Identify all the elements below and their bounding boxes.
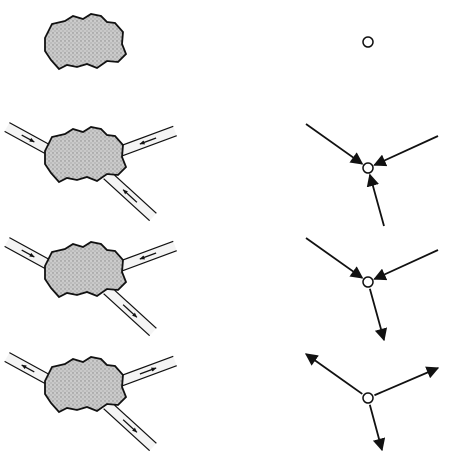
channel-1 [119,240,177,272]
node-link-arrow-0 [304,353,363,395]
channel-flow-arrow [21,134,35,143]
channel-bank [122,135,177,157]
channel-bank [103,293,151,337]
channel-bank [4,130,47,155]
node-link-arrow-2 [366,173,385,227]
channel-flow-arrow [139,137,157,145]
channel-bank [122,365,177,387]
node-link-arrow-1 [373,135,439,167]
row-all-outflow [4,352,440,452]
lake-panel [4,352,177,452]
node-link-arrow-0 [305,123,364,165]
lake-blob [44,13,128,71]
node-link-arrow-1 [374,366,440,397]
channel-flow-arrow [21,249,35,258]
node-circle [362,162,374,174]
channel-bank [119,240,174,262]
lake-blob [44,126,128,184]
channel-bank [103,178,151,222]
node-link-arrow-1 [373,249,439,281]
channel-bank [122,250,177,272]
channel-flow-arrow [139,252,157,260]
channel-bank [109,285,157,329]
channel-bank [9,122,52,147]
channel-2 [103,170,157,222]
channel-flow-arrow [122,189,138,203]
channel-2 [103,400,157,452]
node-panel [305,123,439,227]
row-all-inflow [4,122,439,227]
node-circle [362,392,374,404]
channel-0 [4,237,52,270]
node-circle [362,36,374,48]
node-circle [362,276,374,288]
channel-0 [4,352,52,385]
channel-bank [9,352,52,377]
channel-1 [119,125,177,157]
lake-panel [4,237,177,337]
row-isolated [44,13,374,71]
channel-flow-arrow [21,364,35,373]
channel-bank [103,408,151,452]
node-panel [362,36,374,48]
node-link-arrow-2 [368,404,386,452]
channel-bank [109,170,157,214]
node-link-arrow-0 [305,237,364,279]
channel-flow-arrow [122,304,138,318]
channel-bank [4,245,47,270]
channel-2 [103,285,157,337]
node-link-arrow-2 [368,288,388,342]
channel-bank [119,355,174,377]
row-two-in-one-out [4,237,439,342]
channel-bank [9,237,52,262]
lake-panel [44,13,128,71]
channel-bank [4,360,47,385]
channel-bank [109,400,157,444]
lake-blob [44,356,128,414]
channel-0 [4,122,52,155]
channel-bank [119,125,174,147]
node-panel [305,237,439,342]
lake-panel [4,122,177,222]
channel-1 [119,355,177,387]
channel-flow-arrow [139,367,157,375]
node-panel [304,353,440,452]
channel-flow-arrow [122,419,138,433]
lake-blob [44,241,128,299]
